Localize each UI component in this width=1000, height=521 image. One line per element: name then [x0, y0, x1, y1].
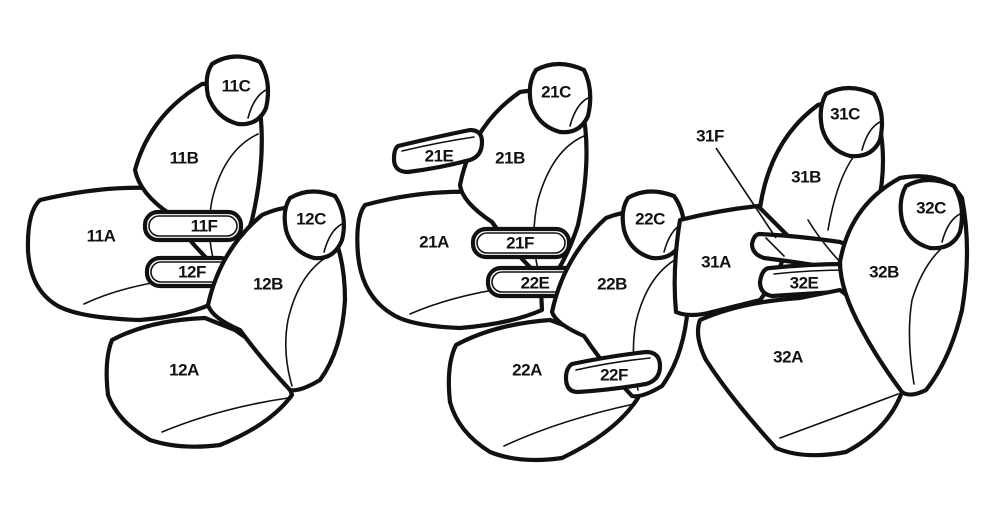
label-22C: 22C [635, 210, 665, 229]
label-22B: 22B [597, 275, 627, 294]
label-32A: 32A [773, 348, 803, 367]
armrest-11F [142, 209, 244, 243]
seat-31-headrest [818, 85, 885, 159]
label-21C: 21C [541, 83, 571, 102]
label-31C: 31C [830, 105, 860, 124]
seat-32-cushion [695, 287, 905, 458]
label-31A: 31A [701, 253, 731, 272]
seat-32-headrest-seam [941, 213, 961, 243]
label-21A: 21A [419, 233, 449, 252]
seat-12-cushion-seam [161, 397, 289, 433]
label-12B: 12B [253, 275, 283, 294]
seat-11 [25, 54, 271, 323]
label-32E: 32E [790, 274, 819, 293]
part-labels: 11C 11B 11A 11F 12F 12C 12B 12A 21C 21B … [87, 77, 947, 385]
leader-31F [715, 147, 777, 239]
seat-31-headrest-seam [861, 121, 881, 151]
label-21F: 21F [506, 234, 534, 253]
label-11B: 11B [170, 149, 199, 168]
label-11C: 11C [222, 77, 251, 96]
label-12C: 12C [296, 210, 326, 229]
armrest-22F [563, 349, 663, 395]
seat-12-backrest-seam [284, 251, 337, 387]
seat-11-headrest [204, 54, 271, 127]
label-22A: 22A [512, 361, 542, 380]
label-11F: 11F [191, 217, 218, 236]
seat-22-cushion [446, 317, 641, 463]
bench-31 [672, 85, 886, 318]
label-31B: 31B [791, 168, 821, 187]
armrest-21E [391, 127, 485, 175]
seat-12-headrest [282, 189, 346, 261]
seat-11-headrest-seam [247, 89, 267, 119]
seat-21-headrest-seam [569, 97, 589, 127]
bench-32 [695, 174, 970, 458]
armrest-31F-seam [765, 237, 785, 257]
seat-21 [355, 61, 593, 331]
label-31F: 31F [696, 127, 724, 146]
armrest-21F-seam [476, 232, 566, 254]
armrest-21F [470, 226, 572, 260]
seat-12-headrest-seam [323, 223, 343, 253]
seat-12-cushion [104, 315, 295, 449]
label-22E: 22E [521, 274, 550, 293]
seat-32-cushion-seam [779, 393, 899, 439]
label-12A: 12A [169, 361, 199, 380]
seat-32-headrest [898, 177, 965, 251]
label-21E: 21E [425, 147, 454, 166]
label-12F: 12F [178, 263, 206, 282]
label-32B: 32B [869, 263, 899, 282]
armrest-11F-seam [148, 215, 238, 237]
armrest-22F-seam [575, 357, 651, 371]
label-11A: 11A [87, 227, 116, 246]
armrest-21E-seam [401, 136, 475, 152]
seat-32-divider-seam [807, 219, 841, 263]
label-21B: 21B [495, 149, 525, 168]
seat-22-headrest [620, 189, 686, 261]
seat-12 [104, 189, 348, 449]
label-22F: 22F [600, 366, 628, 385]
seat-21-headrest [527, 61, 593, 135]
seat-22-cushion-seam [503, 403, 635, 447]
seat-22 [446, 189, 691, 463]
label-32C: 32C [916, 199, 946, 218]
